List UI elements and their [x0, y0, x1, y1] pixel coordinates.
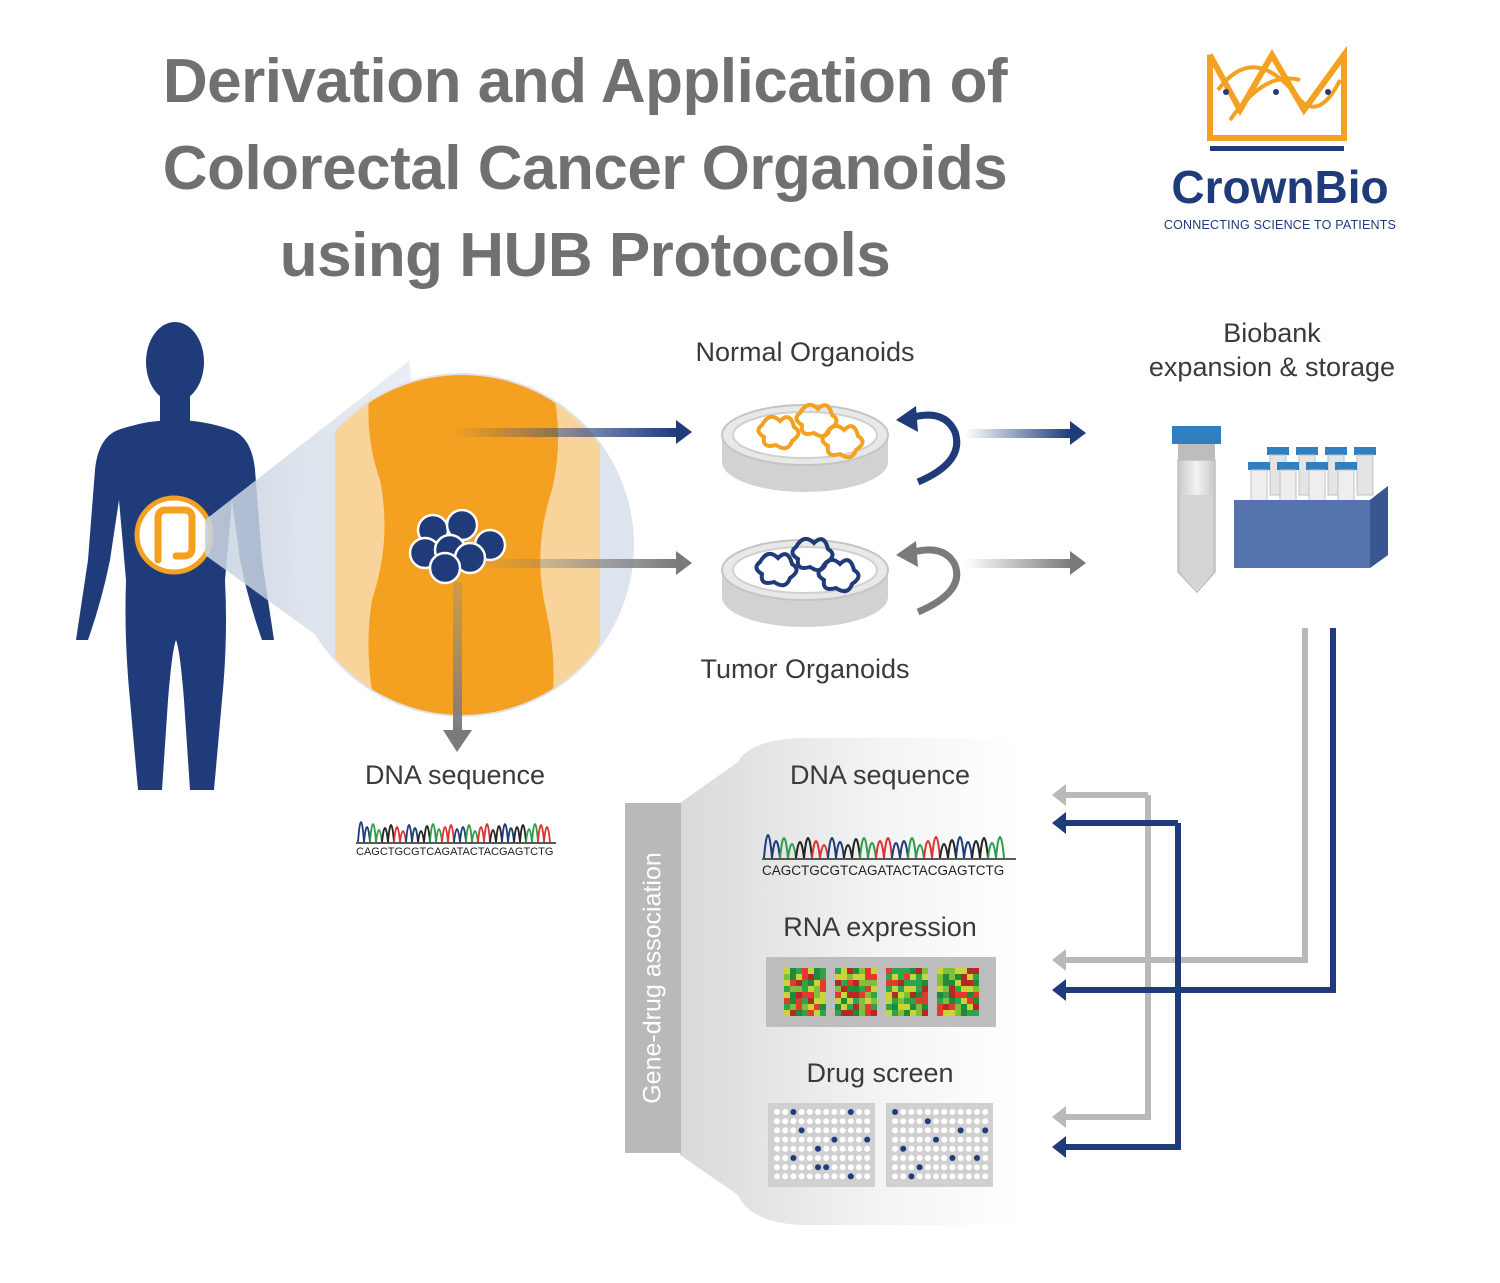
- logo-tagline: CONNECTING SCIENCE TO PATIENTS: [1163, 218, 1397, 232]
- biobank-label-line1: Biobank: [1223, 318, 1321, 348]
- normal-organoids-label: Normal Organoids: [695, 337, 915, 367]
- tumor-organoids-label: Tumor Organoids: [700, 654, 910, 684]
- drug-screen-label: Drug screen: [806, 1058, 954, 1088]
- cell-cluster-icon: [408, 508, 507, 585]
- title-line-1: Derivation and Application of: [162, 47, 1008, 116]
- gene-drug-association-label: Gene-drug association: [638, 852, 667, 1104]
- crownbio-logo-icon: [1207, 45, 1347, 151]
- dna-sequence-right-label: DNA sequence: [789, 760, 971, 790]
- feedback-arrowheads: [1052, 784, 1066, 1158]
- colon-icon: [134, 495, 214, 575]
- dna-chromatogram-left-icon: [356, 821, 556, 844]
- normal-organoid-dish-icon: [721, 402, 889, 492]
- dna-sequence-left-text: CAGCTGCGTCAGATACTACGAGTCTG: [356, 846, 554, 858]
- rna-heatmap-icon: [766, 957, 996, 1027]
- arrow-normal-to-biobank: [965, 421, 1086, 445]
- tumor-organoid-dish-icon: [721, 536, 889, 627]
- gene-drug-association-bar: Gene-drug association: [625, 803, 681, 1153]
- title-line-3: using HUB Protocols: [279, 221, 891, 290]
- dna-sequence-left-label: DNA sequence: [364, 760, 546, 790]
- arrow-to-tumor: [470, 551, 692, 575]
- dna-sequence-right-text: CAGCTGCGTCAGATACTACGAGTCTG: [762, 863, 1005, 878]
- drug-screen-plate-left-icon: [768, 1103, 875, 1187]
- rna-expression-label: RNA expression: [783, 912, 977, 942]
- feedback-lines: [1066, 628, 1336, 1150]
- arrow-tumor-to-biobank: [965, 551, 1086, 575]
- biobank-rack-icon: [1234, 447, 1388, 568]
- loop-arrow-normal: [896, 406, 961, 486]
- dna-chromatogram-right-icon: [762, 834, 1016, 860]
- loop-arrow-tumor: [896, 541, 961, 616]
- page-title: Derivation and Application of Colorectal…: [40, 38, 1130, 299]
- biobank-tube-icon: [1172, 426, 1221, 594]
- title-line-2: Colorectal Cancer Organoids: [162, 134, 1008, 203]
- arrow-down-dna: [443, 582, 472, 752]
- logo-name: CrownBio: [1171, 161, 1389, 213]
- drug-screen-plate-right-icon: [886, 1103, 993, 1187]
- biobank-label-line2: expansion & storage: [1148, 352, 1396, 382]
- arrow-to-normal: [452, 420, 692, 444]
